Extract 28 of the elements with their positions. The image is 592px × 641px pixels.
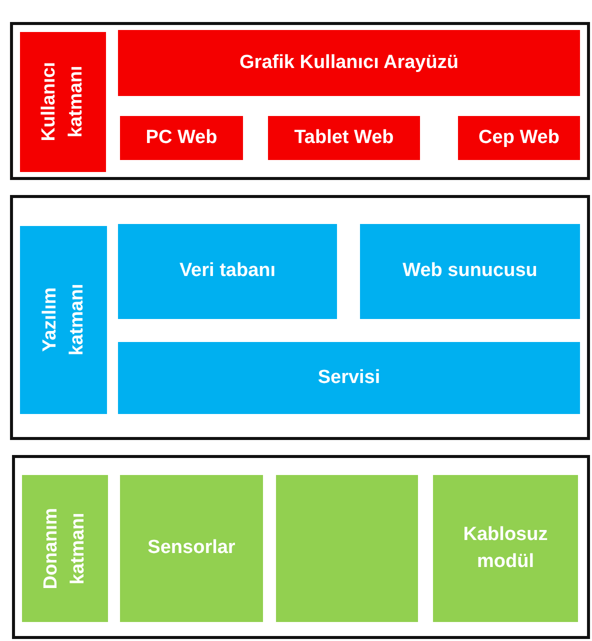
component-box [360, 224, 580, 319]
layer-frame [10, 22, 590, 180]
component-box [120, 116, 243, 160]
component-box [118, 342, 580, 414]
component-label: PC Web [146, 126, 218, 150]
component-label: Sensorlar [148, 536, 236, 560]
component-box [458, 116, 580, 160]
component-label: Veri tabanı [179, 259, 276, 284]
component-box [268, 116, 420, 160]
component-box [120, 475, 263, 622]
component-label: Tablet Web [294, 126, 394, 150]
component-label: Grafik Kullanıcı Arayüzü [240, 50, 458, 75]
component-label: Cep Web [478, 126, 560, 150]
component-box [276, 475, 418, 622]
layer-label-box [22, 475, 108, 622]
layer-label-box [20, 32, 106, 172]
layer-frame [10, 195, 590, 440]
component-label: Web sunucusu [402, 259, 538, 284]
layer-frame [12, 455, 590, 639]
layer-title: Kullanıcı katmanı [37, 61, 87, 144]
layer-title: Yazılım katmanı [38, 282, 88, 358]
layer-title: Donanım katmanı [39, 506, 89, 591]
component-box [118, 30, 580, 96]
component-label: Kablosuz modül [462, 522, 549, 574]
layer-label-box [20, 226, 107, 414]
component-box [433, 475, 578, 622]
component-label: Servisi [318, 366, 380, 390]
component-box [118, 224, 337, 319]
